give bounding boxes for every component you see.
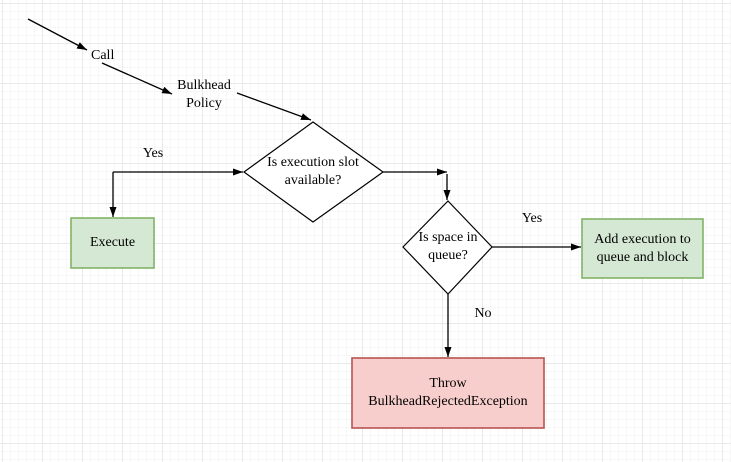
queue-decision-diamond [402, 200, 493, 295]
queue-yes-label: Yes [521, 211, 543, 226]
call-arrow [27, 18, 88, 51]
add-to-queue-node [581, 218, 704, 279]
throw-exception-node [351, 357, 545, 429]
slot-decision-label: Is execution slot available? [267, 155, 359, 188]
bulkhead-to-slot-decision-arrow [236, 92, 312, 121]
slot-decision-diamond [242, 121, 385, 223]
call-edge-label: Call [91, 48, 115, 63]
slot-yes-label: Yes [142, 146, 164, 161]
queue-no-label: No [474, 306, 492, 321]
execute-label: Execute [89, 235, 136, 250]
throw-exception-label: Throw BulkheadRejectedException [368, 376, 528, 409]
bulkhead-policy-label: Bulkhead Policy [177, 78, 231, 111]
call-to-bulkhead-arrow [101, 62, 173, 95]
queue-decision-label: Is space in queue? [418, 230, 478, 263]
add-to-queue-label: Add execution to queue and block [594, 231, 691, 265]
execute-node [70, 217, 155, 269]
